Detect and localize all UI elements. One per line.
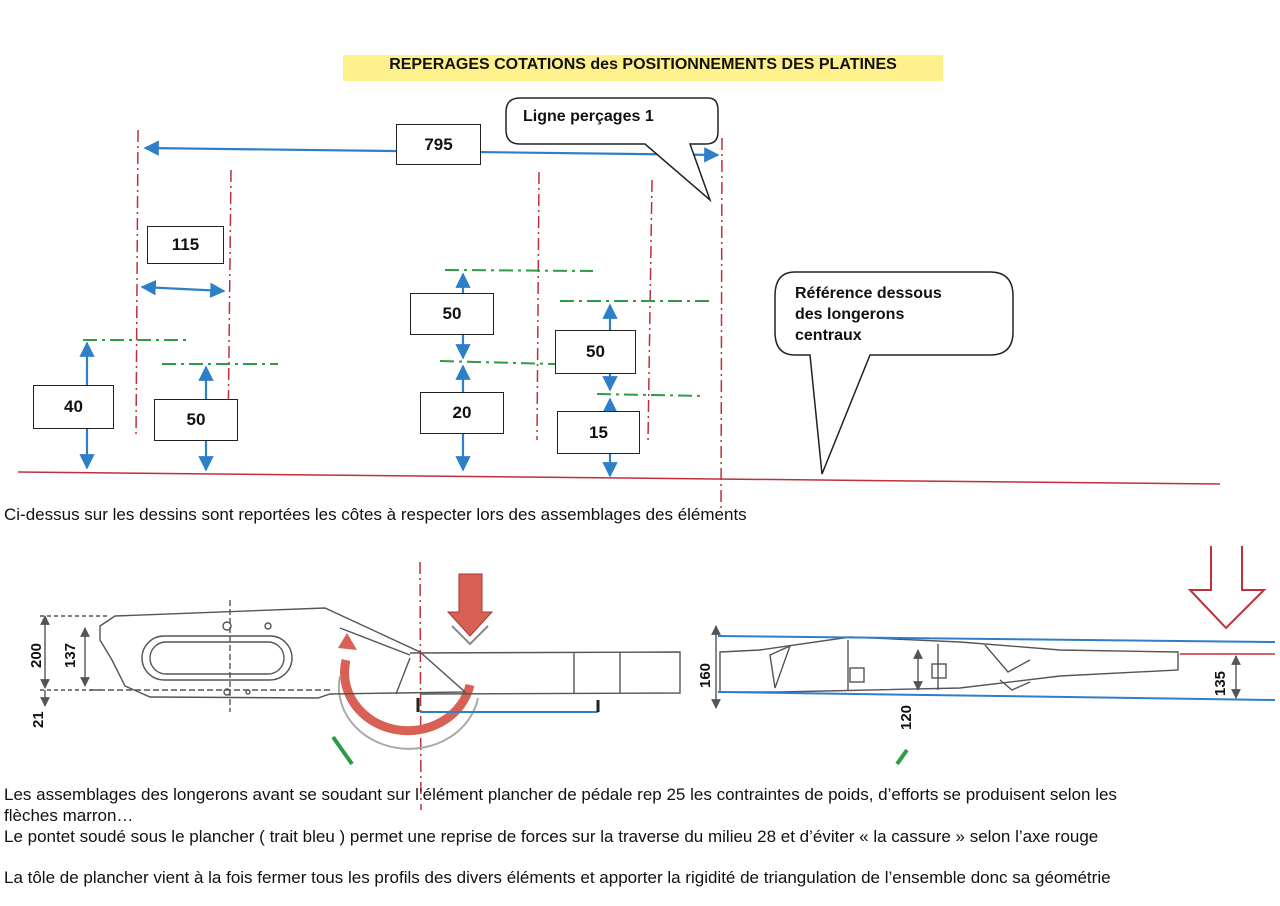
caption-line-2: Les assemblages des longerons avant se s… (4, 785, 1117, 804)
dim-label-160: 160 (697, 662, 714, 688)
dim-box-795: 795 (396, 124, 481, 165)
caption-line-1: Ci-dessus sur les dessins sont reportées… (4, 505, 747, 524)
caption-line-4: Le pontet soudé sous le plancher ( trait… (4, 827, 1099, 846)
dim-box-50c: 50 (555, 330, 636, 374)
blue-reference-lines (420, 635, 1276, 713)
callout-ligne-bubble (505, 97, 719, 203)
arrow-115 (140, 279, 226, 299)
rotation-arrow (337, 633, 479, 750)
callout-reference-line-3: centraux (795, 327, 862, 344)
dim-box-15: 15 (557, 411, 640, 454)
dim-label-135: 135 (1212, 670, 1229, 696)
green-level-lines (83, 269, 710, 397)
dim-box-115: 115 (147, 226, 224, 264)
callout-reference-line-2: des longerons (795, 306, 905, 323)
dim-box-20: 20 (420, 392, 504, 434)
red-break-axis (419, 561, 422, 811)
load-arrow-filled (446, 573, 494, 646)
dim-label-120: 120 (898, 704, 915, 730)
caption-line-3: flèches marron… (4, 806, 134, 825)
gray-dimension-arrows (40, 615, 1241, 709)
callout-ligne-text: Ligne perçages 1 (523, 108, 654, 125)
red-axis-lines (135, 129, 723, 513)
dim-box-50b: 50 (410, 293, 494, 335)
dim-label-200: 200 (28, 642, 45, 668)
axis-line-5 (720, 137, 723, 513)
page-title: REPERAGES COTATIONS des POSITIONNEMENTS … (389, 56, 897, 73)
callout-reference-bubble (774, 271, 1014, 475)
green-marks (331, 735, 909, 766)
axis-line-1 (135, 129, 139, 439)
axis-line-3 (536, 171, 540, 441)
axis-line-2 (227, 169, 232, 439)
dim-box-40: 40 (33, 385, 114, 429)
title-highlight (343, 55, 943, 81)
load-arrow-outline (1187, 546, 1267, 630)
axis-line-4 (647, 179, 653, 441)
caption-line-5: La tôle de plancher vient à la fois ferm… (4, 868, 1111, 887)
dim-label-21: 21 (30, 711, 47, 728)
callout-reference-line-1: Référence dessous (795, 285, 942, 302)
frame-drawing (90, 600, 1179, 712)
dim-box-50a: 50 (154, 399, 238, 441)
dim-label-137: 137 (62, 642, 79, 668)
reference-baseline (17, 471, 1221, 485)
